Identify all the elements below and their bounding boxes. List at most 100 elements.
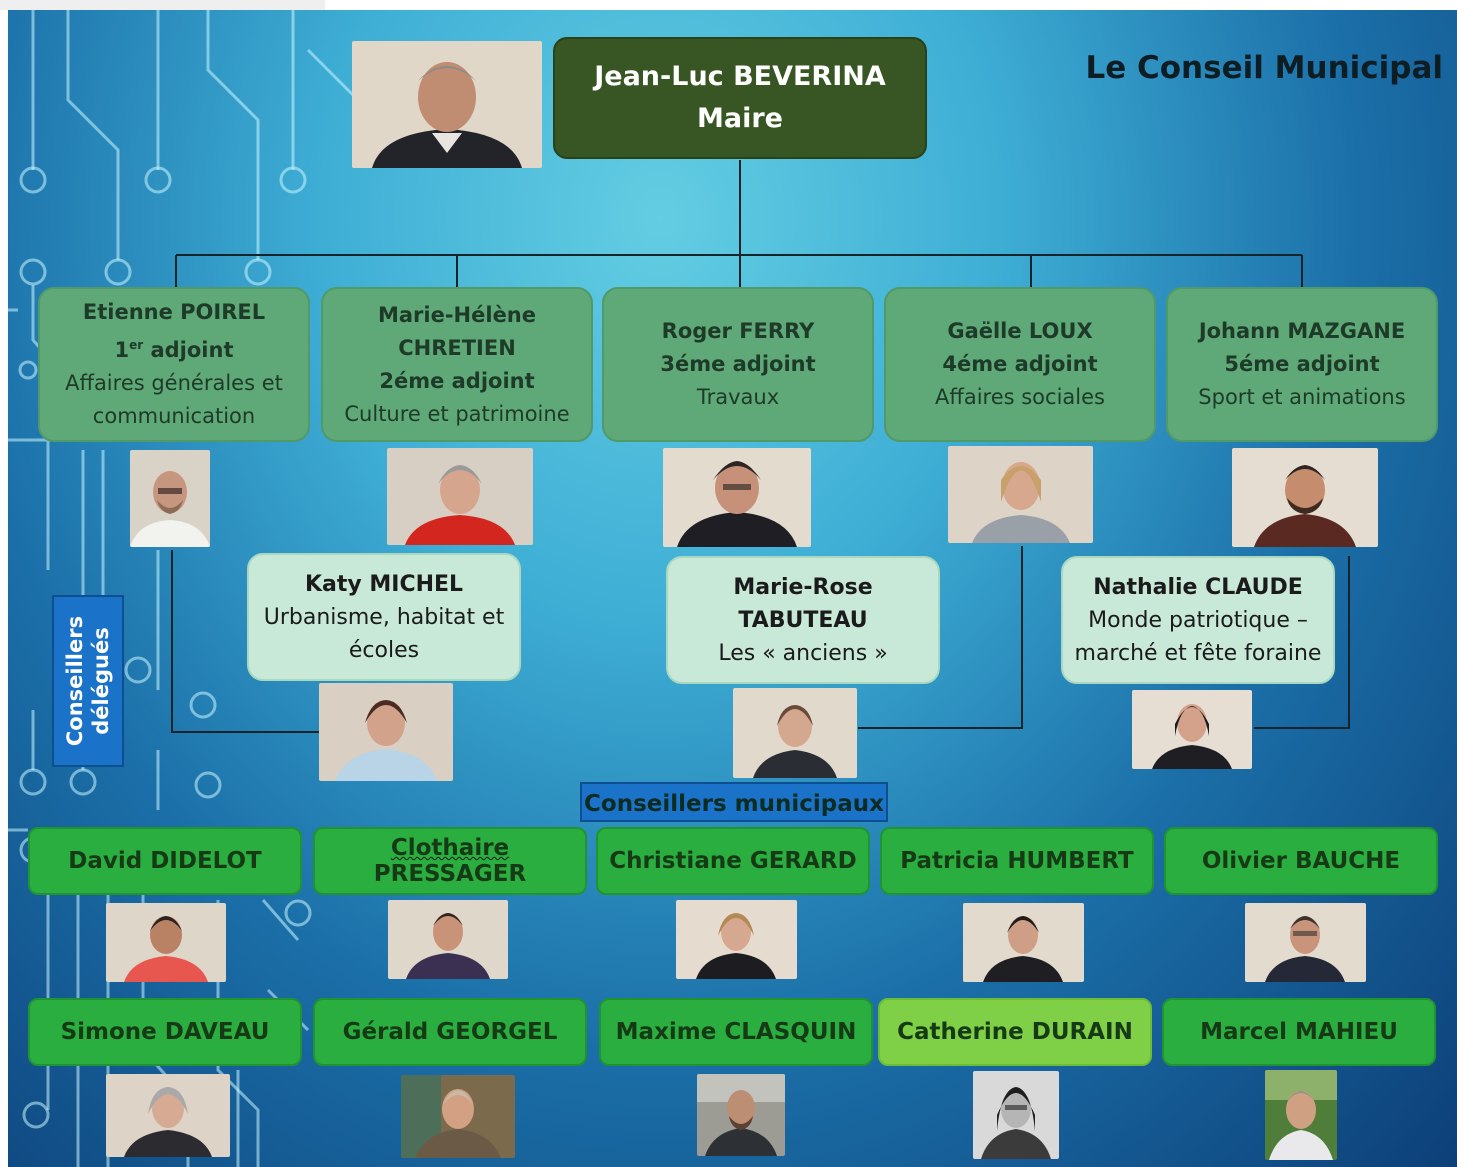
adjoint-rank: 4éme adjoint	[942, 352, 1098, 376]
municipal-box-7: Gérald GEORGEL	[313, 998, 587, 1066]
adjoint-rank: 2éme adjoint	[379, 368, 535, 393]
portrait-image	[973, 1071, 1059, 1159]
portrait-image	[319, 683, 453, 781]
portrait-image	[1132, 690, 1252, 769]
adjoint-role: Affaires sociales	[935, 385, 1105, 409]
municipal-name: Christiane GERARD	[609, 848, 857, 874]
portrait-image	[963, 903, 1084, 982]
delegue-role: Monde patriotique – marché et fête forai…	[1074, 607, 1322, 666]
municipal-photo-6	[106, 1074, 230, 1157]
municipal-photo-10	[1265, 1070, 1337, 1160]
page-title: Le Conseil Municipal	[1085, 50, 1443, 86]
link-loux-tabuteau	[858, 546, 1023, 729]
adjoint-box-4: Gaëlle LOUX 4éme adjoint Affaires social…	[884, 287, 1156, 442]
municipal-name: Olivier BAUCHE	[1201, 848, 1401, 874]
portrait-image	[401, 1075, 515, 1158]
adjoint-box-5: Johann MAZGANE 5éme adjoint Sport et ani…	[1166, 287, 1438, 442]
portrait-image	[388, 900, 508, 979]
delegue-role: Les « anciens »	[718, 640, 888, 666]
delegue-name: Katy MICHEL	[304, 571, 464, 597]
municipal-photo-1	[106, 903, 226, 982]
portrait-image	[676, 900, 797, 979]
adjoint-name: Gaëlle LOUX	[947, 319, 1093, 343]
municipal-box-8: Maxime CLASQUIN	[599, 998, 873, 1066]
municipal-photo-4	[963, 903, 1084, 982]
adjoint-name: Johann MAZGANE	[1198, 319, 1406, 343]
portrait-image	[352, 41, 542, 168]
municipal-box-10: Marcel MAHIEU	[1162, 998, 1436, 1066]
portrait-image	[1245, 903, 1366, 982]
municipal-box-9: Catherine DURAIN	[878, 998, 1152, 1066]
adjoint-name: Marie-Hélène CHRETIEN	[377, 302, 537, 360]
circuit-background	[8, 10, 360, 1167]
adjoint-rank: 1er adjoint	[114, 338, 234, 362]
portrait-image	[106, 903, 226, 982]
adjoint-rank: 3éme adjoint	[660, 352, 816, 376]
delegue-box-3: Nathalie CLAUDE Monde patriotique – marc…	[1061, 556, 1335, 684]
portrait-image	[130, 450, 210, 547]
delegue-photo-3	[1132, 690, 1252, 769]
adjoint-photo-4	[948, 446, 1093, 543]
municipal-name: Catherine DURAIN	[897, 1019, 1133, 1045]
adjoint-name: Etienne POIREL	[82, 300, 266, 324]
portrait-image	[1265, 1070, 1337, 1160]
adjoint-box-2: Marie-Hélène CHRETIEN 2éme adjoint Cultu…	[321, 287, 593, 442]
adjoint-photo-5	[1232, 448, 1378, 547]
municipal-photo-8	[697, 1074, 785, 1156]
municipaux-label: Conseillers municipaux	[580, 782, 888, 822]
municipal-name: Simone DAVEAU	[60, 1019, 270, 1045]
adjoint-photo-2	[387, 448, 533, 545]
municipal-name: Clothaire PRESSAGER	[373, 835, 527, 887]
top-strip	[0, 0, 325, 10]
portrait-image	[948, 446, 1093, 543]
portrait-image	[697, 1074, 785, 1156]
adjoint-role: Sport et animations	[1198, 385, 1406, 409]
municipal-photo-7	[401, 1075, 515, 1158]
adjoint-role: Affaires générales et communication	[65, 371, 283, 428]
mayor-box: Jean-Luc BEVERINA Maire	[553, 37, 927, 159]
portrait-image	[1232, 448, 1378, 547]
municipal-box-4: Patricia HUMBERT	[880, 827, 1154, 895]
mayor-name: Jean-Luc BEVERINA	[594, 61, 886, 92]
connector-lines	[171, 160, 1350, 733]
municipal-photo-9	[973, 1071, 1059, 1159]
municipal-name: Maxime CLASQUIN	[615, 1019, 857, 1045]
municipal-box-5: Olivier BAUCHE	[1164, 827, 1438, 895]
adjoint-rank: 5éme adjoint	[1224, 352, 1380, 376]
municipal-name: David DIDELOT	[68, 848, 262, 874]
portrait-image	[106, 1074, 230, 1157]
municipal-name: Gérald GEORGEL	[342, 1019, 558, 1045]
adjoint-name: Roger FERRY	[661, 319, 815, 343]
adjoint-photo-1	[130, 450, 210, 547]
adjoint-role: Culture et patrimoine	[344, 401, 570, 426]
mayor-photo	[352, 41, 542, 168]
org-chart-slide: Le Conseil Municipal Jean-Luc BEVERINA M…	[8, 10, 1457, 1167]
municipal-box-3: Christiane GERARD	[596, 827, 870, 895]
delegue-name: Nathalie CLAUDE	[1093, 574, 1303, 600]
adjoint-box-3: Roger FERRY 3éme adjoint Travaux	[602, 287, 874, 442]
municipal-photo-2	[388, 900, 508, 979]
delegue-photo-1	[319, 683, 453, 781]
municipal-name: Patricia HUMBERT	[900, 848, 1134, 874]
link-poirel-michel	[171, 550, 319, 733]
portrait-image	[733, 688, 857, 778]
municipal-box-1: David DIDELOT	[28, 827, 302, 895]
link-mazgane-claude	[1254, 556, 1350, 729]
delegue-name: Marie-Rose TABUTEAU	[733, 574, 873, 633]
portrait-image	[663, 448, 811, 547]
delegue-box-2: Marie-Rose TABUTEAU Les « anciens »	[666, 556, 940, 684]
municipal-name: Marcel MAHIEU	[1200, 1019, 1398, 1045]
portrait-image	[387, 448, 533, 545]
municipal-photo-3	[676, 900, 797, 979]
delegue-photo-2	[733, 688, 857, 778]
adjoint-photo-3	[663, 448, 811, 547]
municipal-box-2: Clothaire PRESSAGER	[313, 827, 587, 895]
delegue-role: Urbanisme, habitat et écoles	[263, 604, 505, 663]
municipal-photo-5	[1245, 903, 1366, 982]
municipal-box-6: Simone DAVEAU	[28, 998, 302, 1066]
adjoint-role: Travaux	[696, 385, 780, 409]
mayor-role: Maire	[697, 103, 783, 134]
delegue-box-1: Katy MICHEL Urbanisme, habitat et écoles	[247, 553, 521, 681]
